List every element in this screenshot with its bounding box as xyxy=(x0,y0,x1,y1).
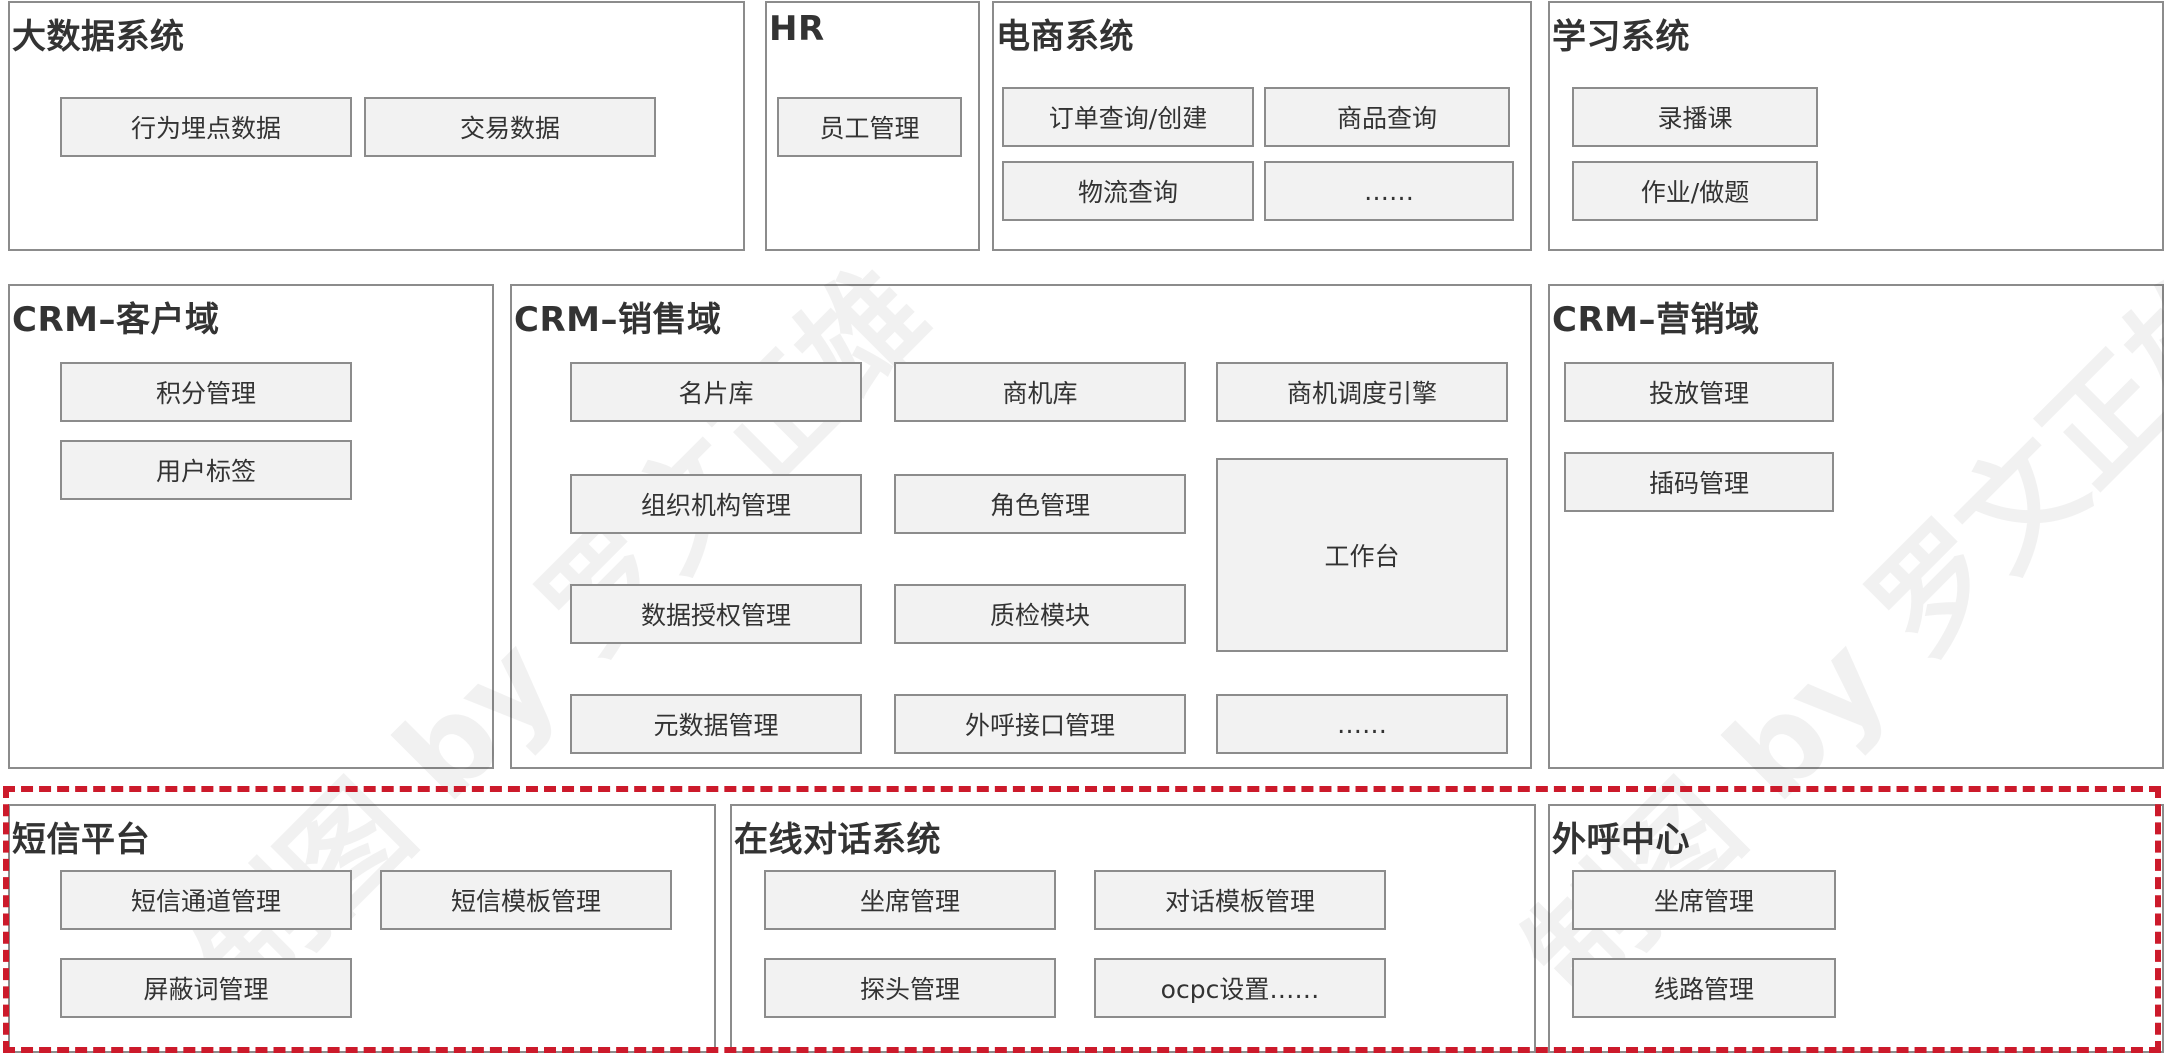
module-sms-channel[interactable]: 短信通道管理 xyxy=(60,870,352,930)
module-probe-management[interactable]: 探头管理 xyxy=(764,958,1056,1018)
panel-title: HR xyxy=(769,9,825,49)
module-points-management[interactable]: 积分管理 xyxy=(60,362,352,422)
module-agent-management[interactable]: 坐席管理 xyxy=(764,870,1056,930)
panel-online-chat: 在线对话系统 坐席管理 对话模板管理 探头管理 ocpc设置…… xyxy=(730,804,1536,1053)
module-homework[interactable]: 作业/做题 xyxy=(1572,161,1818,221)
module-sms-template[interactable]: 短信模板管理 xyxy=(380,870,672,930)
module-employee-management[interactable]: 员工管理 xyxy=(777,97,962,157)
module-user-tags[interactable]: 用户标签 xyxy=(60,440,352,500)
module-order-query-create[interactable]: 订单查询/创建 xyxy=(1002,87,1254,147)
module-opportunity-library[interactable]: 商机库 xyxy=(894,362,1186,422)
panel-title: CRM–客户域 xyxy=(12,300,220,340)
panel-title: 外呼中心 xyxy=(1552,820,1690,860)
panel-title: 短信平台 xyxy=(12,820,150,860)
module-recorded-course[interactable]: 录播课 xyxy=(1572,87,1818,147)
module-workbench[interactable]: 工作台 xyxy=(1216,458,1508,652)
panel-title: 学习系统 xyxy=(1552,17,1690,57)
module-role-management[interactable]: 角色管理 xyxy=(894,474,1186,534)
module-behavior-tracking-data[interactable]: 行为埋点数据 xyxy=(60,97,352,157)
module-more[interactable]: …… xyxy=(1264,161,1514,221)
module-transaction-data[interactable]: 交易数据 xyxy=(364,97,656,157)
panel-crm-sales: CRM–销售域 名片库 商机库 商机调度引擎 组织机构管理 角色管理 工作台 数… xyxy=(510,284,1532,769)
module-agent-management[interactable]: 坐席管理 xyxy=(1572,870,1836,930)
module-ocpc-settings[interactable]: ocpc设置…… xyxy=(1094,958,1386,1018)
module-product-query[interactable]: 商品查询 xyxy=(1264,87,1510,147)
module-outbound-call-api[interactable]: 外呼接口管理 xyxy=(894,694,1186,754)
module-more[interactable]: …… xyxy=(1216,694,1508,754)
panel-learning: 学习系统 录播课 作业/做题 xyxy=(1548,1,2164,251)
panel-crm-customer: CRM–客户域 积分管理 用户标签 xyxy=(8,284,494,769)
panel-crm-marketing: CRM–营销域 投放管理 插码管理 xyxy=(1548,284,2164,769)
panel-call-center: 外呼中心 坐席管理 线路管理 xyxy=(1548,804,2164,1053)
module-tracking-code[interactable]: 插码管理 xyxy=(1564,452,1834,512)
panel-bigdata: 大数据系统 行为埋点数据 交易数据 xyxy=(8,1,745,251)
panel-title: CRM–销售域 xyxy=(514,300,722,340)
panel-title: 电商系统 xyxy=(996,17,1134,57)
panel-title: 在线对话系统 xyxy=(734,820,941,860)
module-card-library[interactable]: 名片库 xyxy=(570,362,862,422)
module-data-authorization[interactable]: 数据授权管理 xyxy=(570,584,862,644)
module-quality-inspection[interactable]: 质检模块 xyxy=(894,584,1186,644)
panel-ecommerce: 电商系统 订单查询/创建 商品查询 物流查询 …… xyxy=(992,1,1532,251)
module-chat-template[interactable]: 对话模板管理 xyxy=(1094,870,1386,930)
module-blocked-words[interactable]: 屏蔽词管理 xyxy=(60,958,352,1018)
panel-sms: 短信平台 短信通道管理 短信模板管理 屏蔽词管理 xyxy=(8,804,716,1053)
module-line-management[interactable]: 线路管理 xyxy=(1572,958,1836,1018)
module-opportunity-scheduler[interactable]: 商机调度引擎 xyxy=(1216,362,1508,422)
module-ad-delivery[interactable]: 投放管理 xyxy=(1564,362,1834,422)
panel-title: 大数据系统 xyxy=(12,17,185,57)
module-logistics-query[interactable]: 物流查询 xyxy=(1002,161,1254,221)
panel-title: CRM–营销域 xyxy=(1552,300,1760,340)
module-org-management[interactable]: 组织机构管理 xyxy=(570,474,862,534)
panel-hr: HR 员工管理 xyxy=(765,1,980,251)
module-metadata-management[interactable]: 元数据管理 xyxy=(570,694,862,754)
